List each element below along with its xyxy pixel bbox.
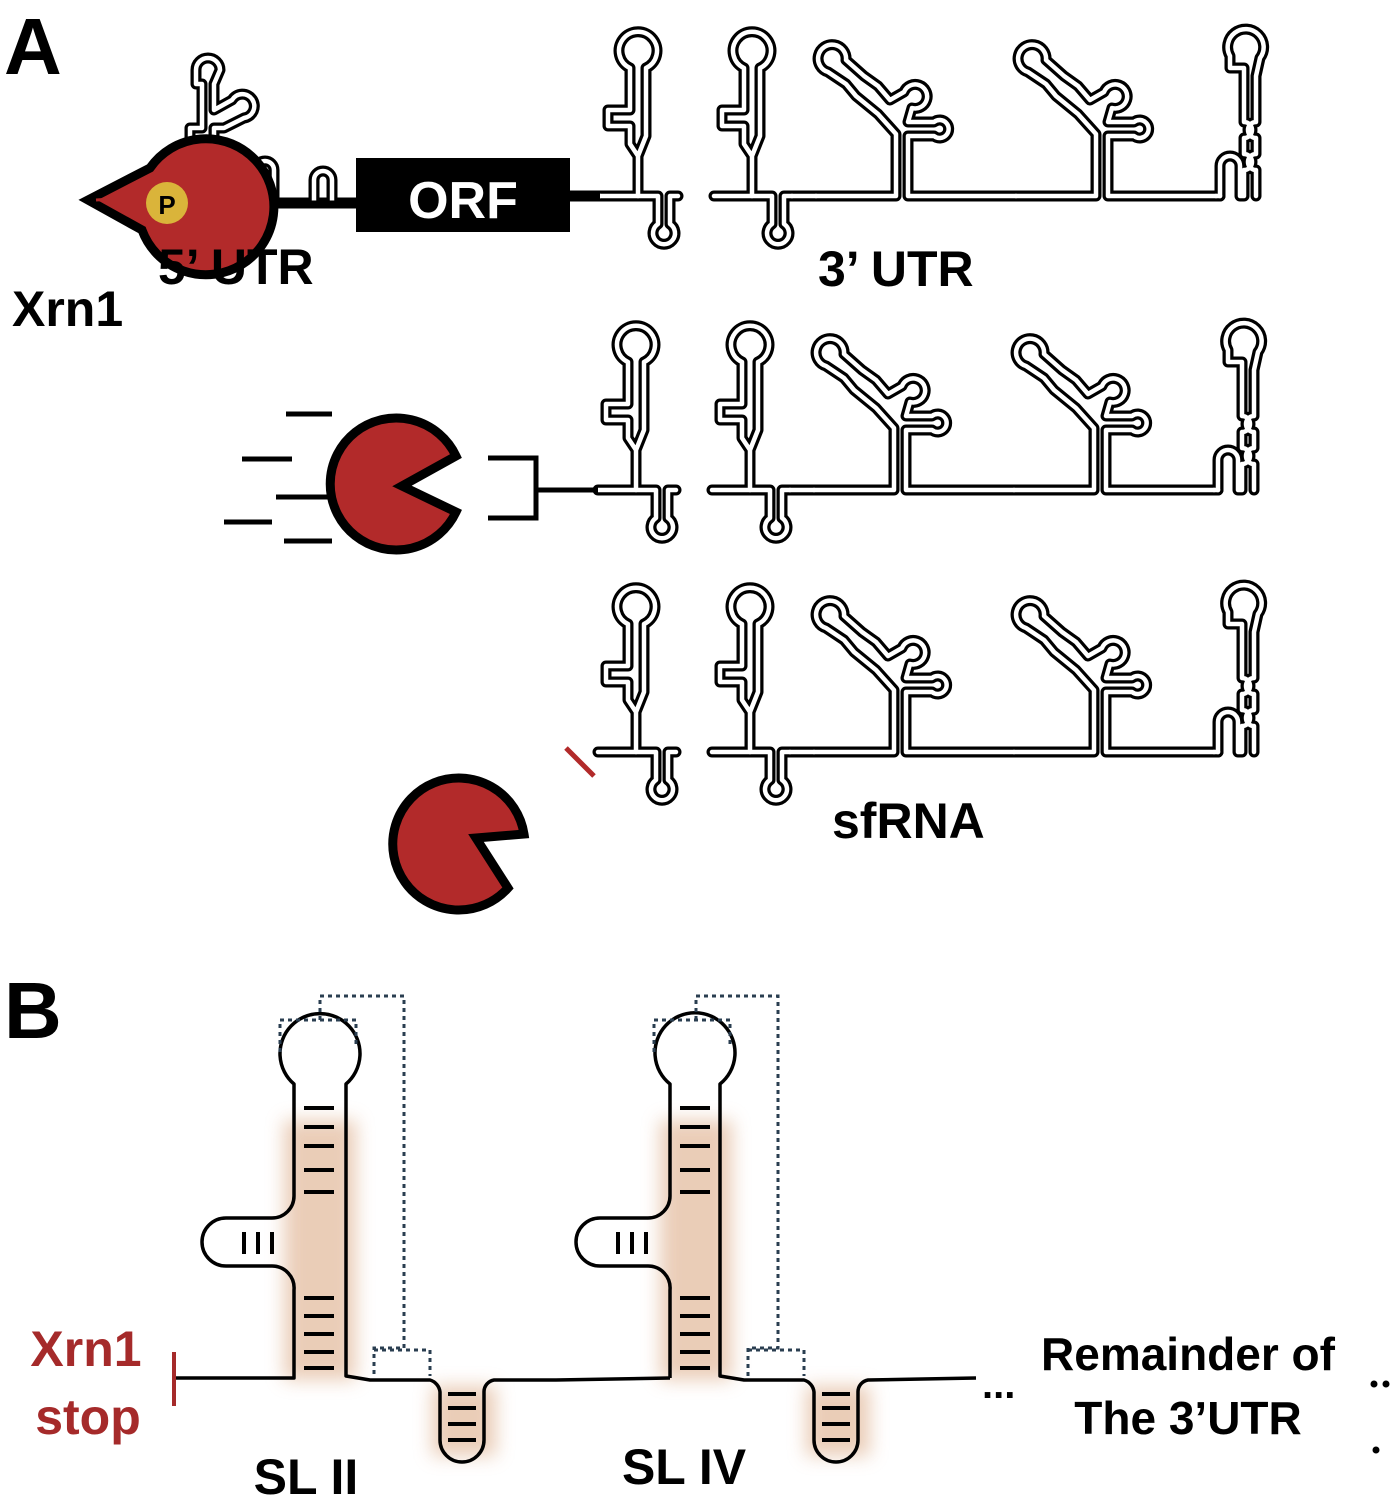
svg-text:P: P — [158, 190, 175, 220]
phosphate-cap-icon: P — [146, 182, 188, 224]
sfrna-label: sfRNA — [832, 793, 985, 849]
sl-iv-structure — [574, 1011, 977, 1464]
speed-lines — [224, 411, 332, 544]
utr5-label: 5’ UTR — [158, 239, 314, 295]
remainder-label-line1: Remainder of — [1041, 1328, 1336, 1380]
panel-a-label: A — [4, 2, 62, 91]
sl-ii-label: SL II — [254, 1449, 359, 1500]
sl-ii-pseudoknot — [278, 994, 432, 1376]
xrn1-stop-label-line2: stop — [35, 1389, 141, 1445]
sfrna-strand — [598, 585, 1262, 800]
remainder-dots — [1370, 1380, 1390, 1454]
xrn1-stall-mark — [564, 746, 596, 778]
xrn1-stalled-icon — [388, 773, 530, 915]
sl-iv-pseudoknot — [652, 994, 806, 1376]
sl-ii-structure — [176, 1011, 671, 1464]
stem-highlight — [284, 1120, 870, 1456]
orf-box — [356, 158, 570, 232]
xrn1-stop-label-line1: Xrn1 — [30, 1321, 141, 1377]
remainder-label-line2: The 3’UTR — [1074, 1392, 1301, 1444]
sl-iv-base-pairs — [616, 1106, 850, 1442]
xrn1-moving-icon — [325, 413, 462, 555]
sl-ii-base-pairs — [242, 1106, 476, 1442]
degrading-rna-strand — [488, 323, 1262, 538]
sl-iv-label: SL IV — [622, 1439, 747, 1495]
genome-rna-strand — [180, 29, 1264, 244]
panel-b-label: B — [4, 966, 62, 1055]
xrn1-label: Xrn1 — [12, 281, 123, 337]
orf-label: ORF — [408, 172, 518, 230]
continuation-ellipsis: ... — [982, 1363, 1015, 1407]
utr3-label: 3’ UTR — [818, 241, 974, 297]
